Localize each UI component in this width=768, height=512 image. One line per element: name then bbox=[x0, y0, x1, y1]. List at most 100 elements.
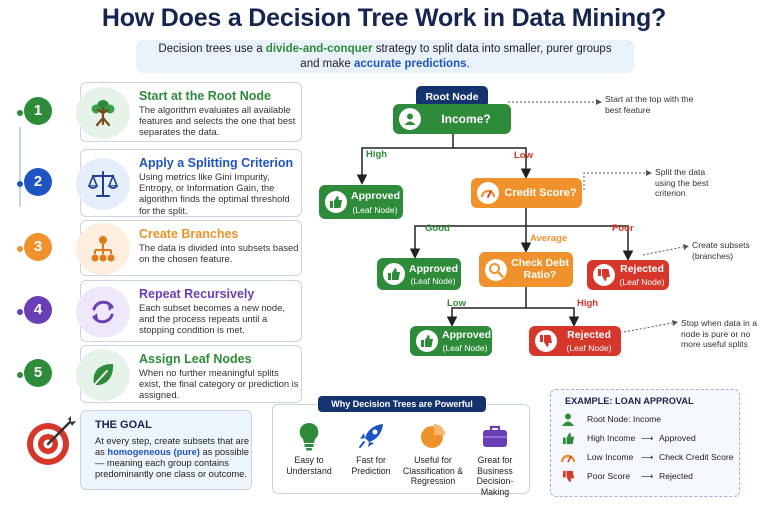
goal-description: At every step, create subsets that are a… bbox=[95, 436, 249, 480]
subtitle-text: Decision trees use a bbox=[158, 43, 266, 55]
example-label: High Income bbox=[587, 433, 636, 443]
node-sublabel: (Leaf Node) bbox=[410, 276, 456, 286]
benefit-item: Useful for Classification & Regression bbox=[401, 421, 465, 487]
step-title: Assign Leaf Nodes bbox=[139, 352, 252, 366]
node-label: Approved bbox=[351, 190, 401, 202]
approved-leaf-node: Approved (Leaf Node) bbox=[319, 185, 403, 219]
example-header: EXAMPLE: LOAN APPROVAL bbox=[565, 396, 694, 406]
rejected-leaf-node: Rejected (Leaf Node) bbox=[587, 260, 669, 290]
example-row: High Income ⟶ Approved bbox=[561, 431, 739, 445]
annotation-note: Start at the top with the best feature bbox=[605, 94, 694, 115]
example-label: Low Income bbox=[587, 452, 634, 462]
edge-label-good: Good bbox=[425, 223, 450, 234]
annotation-note: Create subsets (branches) bbox=[692, 240, 750, 261]
root-node: Income? bbox=[393, 104, 511, 134]
annotation-note: Stop when data in a node is pure or no m… bbox=[681, 318, 757, 349]
annotation-note: Split the data using the best criterion bbox=[655, 167, 709, 198]
step-number: 1 bbox=[24, 97, 52, 125]
step-1: 1 Start at the Root Node The algorithm e… bbox=[17, 82, 302, 207]
goal-text: At every step, create subsets that are a… bbox=[95, 436, 249, 457]
arrow-right-icon: ⟶ bbox=[641, 452, 654, 462]
benefit-label: Easy to Understand bbox=[286, 455, 332, 476]
pie-chart-icon bbox=[418, 421, 448, 451]
benefit-label: Fast for Prediction bbox=[351, 455, 391, 476]
step-number: 4 bbox=[24, 296, 52, 324]
approved-leaf-node: Approved (Leaf Node) bbox=[410, 326, 492, 356]
step-2: 2 Apply a Splitting Criterion Using metr… bbox=[17, 149, 302, 217]
step-number: 2 bbox=[24, 168, 52, 196]
example-label: Root Node: Income bbox=[587, 414, 662, 424]
person-icon bbox=[399, 108, 421, 130]
arrow-right-icon: ⟶ bbox=[641, 433, 654, 443]
step-number: 5 bbox=[24, 359, 52, 387]
example-row: Low Income ⟶ Check Credit Score bbox=[561, 450, 739, 464]
benefits-panel: Easy to Understand Fast for Prediction U… bbox=[272, 404, 530, 497]
thumbs-up-icon bbox=[383, 263, 405, 285]
arrow-right-icon: ⟶ bbox=[641, 471, 654, 481]
node-label: Check Debt Ratio? bbox=[511, 257, 569, 281]
node-label: Approved bbox=[409, 263, 459, 275]
example-result: Check Credit Score bbox=[659, 452, 734, 462]
edge-label-poor: Poor bbox=[612, 223, 634, 234]
subtitle-box: Decision trees use a divide-and-conquer … bbox=[136, 40, 634, 73]
step-4: 4 Repeat Recursively Each subset becomes… bbox=[17, 280, 302, 342]
node-sublabel: (Leaf Node) bbox=[566, 343, 612, 353]
node-sublabel: (Leaf Node) bbox=[442, 343, 488, 353]
page-title: How Does a Decision Tree Work in Data Mi… bbox=[101, 4, 667, 32]
edge-label-high: High bbox=[366, 149, 388, 160]
scales-icon bbox=[76, 158, 130, 210]
subtitle-text: and make bbox=[300, 58, 354, 70]
example-result: Approved bbox=[659, 433, 696, 443]
subtitle-text: . bbox=[466, 58, 470, 70]
step-title: Start at the Root Node bbox=[139, 89, 271, 103]
step-description: Using metrics like Gini Impurity, Entrop… bbox=[139, 171, 290, 216]
step-5: 5 Assign Leaf Nodes When no further mean… bbox=[17, 345, 302, 403]
benefit-item: Great for Business Decision-Making bbox=[463, 421, 527, 497]
benefit-label: Great for Business Decision-Making bbox=[476, 455, 514, 497]
node-label: Approved bbox=[442, 329, 492, 341]
thumbs-up-icon bbox=[561, 431, 575, 445]
node-label: Income? bbox=[441, 112, 491, 126]
node-sublabel: (Leaf Node) bbox=[619, 277, 665, 287]
thumbs-down-icon bbox=[535, 330, 557, 352]
subtitle-text: strategy to split data into smaller, pur… bbox=[372, 43, 612, 55]
leaf-icon bbox=[76, 349, 130, 401]
approved-leaf-node: Approved (Leaf Node) bbox=[377, 258, 461, 290]
edge-label-average: Average bbox=[530, 233, 568, 244]
thumbs-up-icon bbox=[325, 191, 347, 213]
goal-text: as possible — meaning each group contain… bbox=[95, 447, 249, 479]
check-debt-ratio-node: Check Debt Ratio? bbox=[479, 252, 573, 287]
example-label: Poor Score bbox=[587, 471, 630, 481]
step-title: Apply a Splitting Criterion bbox=[139, 156, 294, 170]
example-panel: EXAMPLE: LOAN APPROVAL Root Node: Income… bbox=[550, 389, 740, 497]
step-3: 3 Create Branches The data is divided in… bbox=[17, 220, 302, 276]
goal-box: THE GOAL At every step, create subsets t… bbox=[80, 410, 252, 490]
rocket-icon bbox=[356, 421, 386, 451]
gauge-icon bbox=[561, 450, 575, 464]
node-label: Rejected bbox=[567, 329, 611, 341]
step-description: The algorithm evaluates all available fe… bbox=[139, 104, 296, 138]
gauge-icon bbox=[477, 182, 499, 204]
step-number: 3 bbox=[24, 233, 52, 261]
credit-score-node: Credit Score? bbox=[471, 178, 582, 208]
step-description: Each subset becomes a new node, and the … bbox=[139, 302, 285, 336]
node-label: Credit Score? bbox=[504, 187, 577, 199]
lightbulb-icon bbox=[294, 421, 324, 451]
example-result: Rejected bbox=[659, 471, 693, 481]
goal-title: THE GOAL bbox=[95, 419, 152, 431]
example-row: Root Node: Income bbox=[561, 412, 739, 426]
benefit-item: Easy to Understand bbox=[277, 421, 341, 476]
node-sublabel: (Leaf Node) bbox=[352, 205, 398, 215]
subtitle-highlight-green: divide-and-conquer bbox=[265, 43, 373, 55]
briefcase-icon bbox=[480, 421, 510, 451]
thumbs-down-icon bbox=[593, 264, 615, 286]
subtitle-highlight-blue: accurate predictions bbox=[354, 58, 467, 70]
target-icon bbox=[24, 414, 78, 468]
edge-label-high: High bbox=[577, 298, 599, 309]
edge-label-low: Low bbox=[447, 298, 466, 309]
rejected-leaf-node: Rejected (Leaf Node) bbox=[529, 326, 621, 356]
person-icon bbox=[561, 412, 575, 426]
step-description: The data is divided into subsets based o… bbox=[139, 242, 299, 265]
benefit-label: Useful for Classification & Regression bbox=[402, 455, 464, 486]
edge-label-low: Low bbox=[514, 150, 533, 161]
